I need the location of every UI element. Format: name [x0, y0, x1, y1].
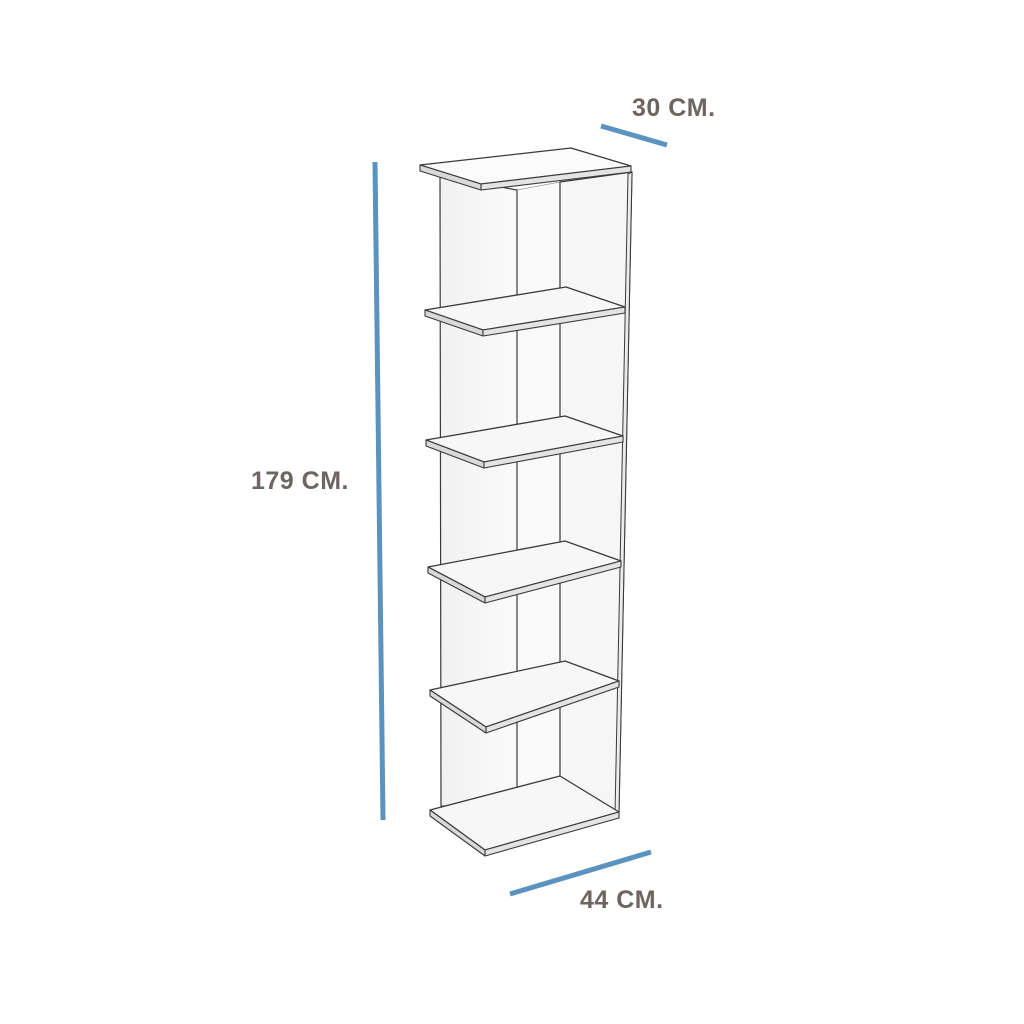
- depth-dimension-line: [600, 123, 668, 148]
- shelf-1: [424, 286, 626, 337]
- dimension-lines: [372, 123, 668, 897]
- shelf-2: [425, 415, 624, 469]
- top-board: [419, 147, 632, 191]
- depth-dimension-label: 30 CM.: [632, 94, 716, 122]
- height-dimension-label: 179 CM.: [251, 467, 349, 495]
- shelf-3: [427, 540, 622, 604]
- shelf-4: [429, 660, 620, 734]
- width-dimension-label: 44 CM.: [580, 886, 664, 914]
- height-dimension-line: [372, 161, 386, 821]
- width-dimension-line: [509, 849, 652, 897]
- bottom-board: [429, 775, 620, 857]
- bookshelf: [419, 147, 633, 857]
